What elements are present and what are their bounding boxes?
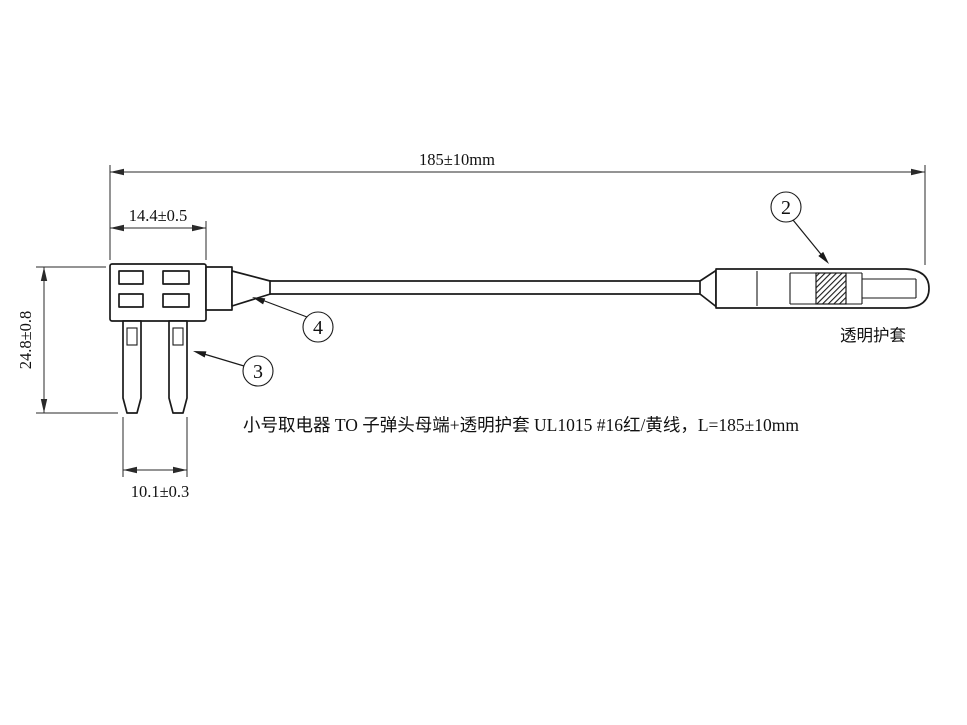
fuse-tap-body <box>109 263 207 322</box>
dimension-blade-span: 10.1±0.3 <box>122 417 190 501</box>
callout-2-number: 2 <box>781 197 791 219</box>
callout-2: 2 <box>770 191 829 264</box>
assembly-description: 小号取电器 TO 子弹头母端+透明护套 UL1015 #16红/黄线，L=185… <box>243 415 799 435</box>
callout-3-leader <box>203 353 245 367</box>
dimension-overall-length: 185±10mm <box>109 150 926 265</box>
dimension-body-height: 24.8±0.8 <box>16 266 118 414</box>
blade-hole-right <box>172 327 184 346</box>
boot-taper <box>231 270 273 307</box>
dimension-body-width: 14.4±0.5 <box>110 206 207 260</box>
strain-relief-boot <box>205 266 233 311</box>
terminal-slot <box>118 270 144 285</box>
callout-3-number: 3 <box>253 361 263 383</box>
callout-2-circle <box>770 191 802 223</box>
wire <box>269 280 703 295</box>
fuse-blade-right <box>168 320 188 414</box>
dimension-arrow-left <box>123 466 137 474</box>
fuse-blade-left <box>122 320 142 414</box>
terminal-slot <box>118 293 144 308</box>
crimp-section <box>815 272 847 305</box>
bullet-terminal-assembly <box>699 268 930 309</box>
terminal-slot <box>162 293 190 308</box>
sleeve-label: 透明护套 <box>840 326 906 345</box>
callout-4-number: 4 <box>313 317 323 339</box>
dimension-text-blade-span: 10.1±0.3 <box>131 482 190 501</box>
callout-4: 4 <box>252 297 334 343</box>
callout-3-arrow <box>193 351 207 358</box>
dimension-arrow-bottom <box>40 399 48 413</box>
fuse-blades <box>122 320 188 414</box>
dimension-arrow-right <box>192 224 206 232</box>
dimension-arrow-left <box>110 168 124 176</box>
callout-2-leader <box>792 219 825 259</box>
blade-hole-left <box>126 327 138 346</box>
callout-4-arrow <box>252 297 266 305</box>
callout-4-leader <box>261 299 308 318</box>
dimension-arrow-right <box>173 466 187 474</box>
callout-4-circle <box>302 311 334 343</box>
callout-2-arrow <box>818 251 829 264</box>
dimension-text-overall: 185±10mm <box>419 150 495 169</box>
callout-3: 3 <box>193 351 274 387</box>
dimension-text-body-height: 24.8±0.8 <box>16 311 35 370</box>
dimension-arrow-left <box>110 224 124 232</box>
sleeve-entry-flare <box>699 269 717 308</box>
dimension-text-body-width: 14.4±0.5 <box>129 206 188 225</box>
callout-3-circle <box>242 355 274 387</box>
wire-assembly <box>205 266 703 311</box>
dimension-arrow-right <box>911 168 925 176</box>
terminal-slot <box>162 270 190 285</box>
dimension-arrow-top <box>40 267 48 281</box>
